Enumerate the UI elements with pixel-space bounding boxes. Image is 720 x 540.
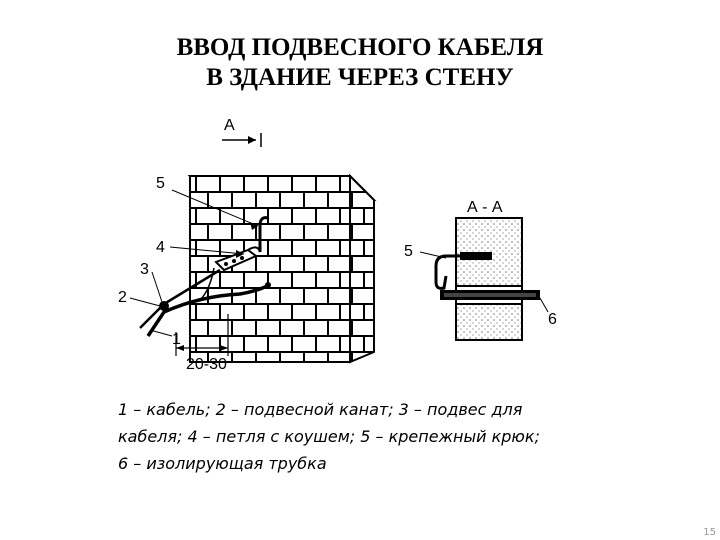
dimension-line bbox=[175, 314, 229, 356]
section-mark-label: А bbox=[224, 117, 235, 134]
wall-side-face bbox=[349, 173, 375, 364]
title-line-2: В ЗДАНИЕ ЧЕРЕЗ СТЕНУ bbox=[206, 64, 514, 91]
title-line-1: ВВОД ПОДВЕСНОГО КАБЕЛЯ bbox=[176, 34, 544, 61]
caption-line-3: 6 – изолирующая трубка bbox=[118, 454, 327, 473]
page-number: 15 bbox=[703, 527, 716, 538]
caption-line-2: кабеля; 4 – петля с коушем; 5 – крепежны… bbox=[118, 427, 540, 446]
leader-lines bbox=[129, 189, 259, 337]
label-5: 5 bbox=[156, 175, 165, 192]
label-3: 3 bbox=[140, 261, 149, 278]
cable bbox=[146, 282, 272, 337]
section-arrow bbox=[222, 133, 262, 147]
label-2: 2 bbox=[118, 289, 127, 306]
dimension-label: 20-30 bbox=[186, 356, 227, 373]
label-1: 1 bbox=[172, 331, 181, 348]
section-hook-bar bbox=[460, 252, 492, 260]
section-wall-lower bbox=[455, 303, 523, 341]
section-label-5: 5 bbox=[404, 243, 413, 260]
caption-line-1: 1 – кабель; 2 – подвесной канат; 3 – под… bbox=[118, 400, 523, 419]
cable-hanger bbox=[159, 301, 169, 311]
label-4: 4 bbox=[156, 239, 165, 256]
section-title: А - А bbox=[467, 199, 503, 216]
section-label-6: 6 bbox=[548, 311, 557, 328]
section-hook bbox=[434, 254, 460, 290]
mounting-hook bbox=[258, 216, 269, 252]
wall-front-face bbox=[189, 175, 351, 363]
